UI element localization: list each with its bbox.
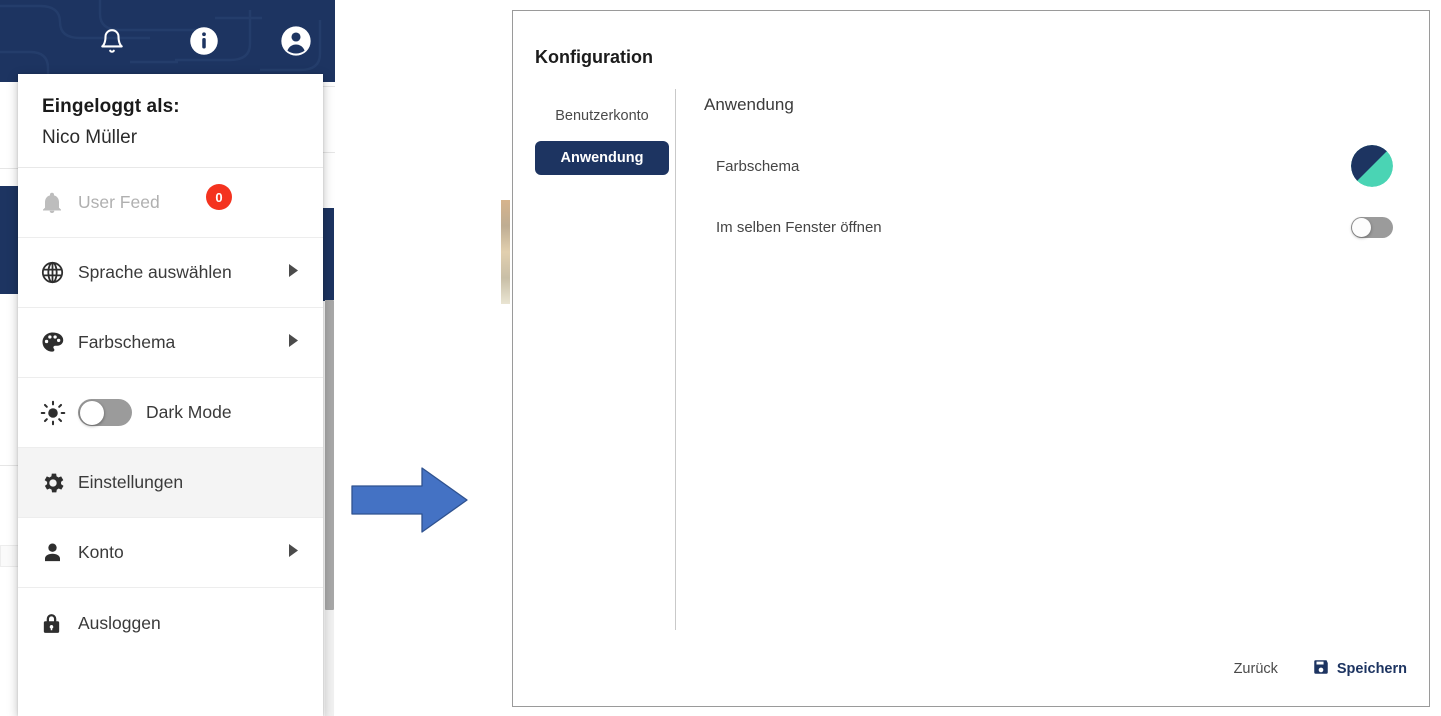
dialog-title: Konfiguration bbox=[535, 47, 653, 67]
same-window-toggle[interactable] bbox=[1351, 217, 1393, 238]
menu-item-label-account: Konto bbox=[78, 542, 124, 562]
flow-arrow-right bbox=[350, 464, 470, 536]
palette-icon bbox=[40, 330, 78, 355]
menu-item-settings[interactable]: Einstellungen bbox=[18, 448, 323, 518]
setting-row-farbschema: Farbschema bbox=[704, 145, 1409, 187]
user-name: Nico Müller bbox=[42, 127, 138, 148]
bell-icon bbox=[40, 190, 78, 216]
user-feed-badge: 0 bbox=[206, 184, 232, 210]
background-rule-1 bbox=[0, 168, 20, 169]
person-icon bbox=[40, 540, 78, 565]
background-rule-3 bbox=[321, 86, 335, 87]
dark-mode-toggle[interactable] bbox=[78, 399, 132, 426]
pane-title: Anwendung bbox=[704, 95, 794, 114]
menu-item-color-scheme[interactable]: Farbschema bbox=[18, 308, 323, 378]
menu-item-label-color-scheme: Farbschema bbox=[78, 332, 176, 352]
globe-icon bbox=[40, 260, 78, 285]
topbar-icon-group bbox=[0, 0, 335, 82]
chevron-right-icon bbox=[289, 543, 299, 562]
menu-item-label-dark-mode: Dark Mode bbox=[146, 402, 232, 422]
setting-row-same-window: Im selben Fenster öffnen bbox=[704, 217, 1409, 238]
tab-anwendung[interactable]: Anwendung bbox=[535, 141, 669, 175]
menu-item-label-settings: Einstellungen bbox=[78, 472, 184, 492]
menu-item-language[interactable]: Sprache auswählen bbox=[18, 238, 323, 308]
dialog-body: Benutzerkonto Anwendung Anwendung Farbsc… bbox=[535, 89, 1409, 630]
app-topbar bbox=[0, 0, 335, 82]
menu-item-label-logout: Ausloggen bbox=[78, 612, 161, 633]
menu-item-user-feed: User Feed 0 bbox=[18, 168, 323, 238]
background-rule-4 bbox=[321, 152, 335, 153]
account-icon[interactable] bbox=[279, 24, 313, 58]
lock-icon bbox=[40, 611, 78, 636]
menu-item-dark-mode[interactable]: Dark Mode bbox=[18, 378, 323, 448]
tab-benutzerkonto[interactable]: Benutzerkonto bbox=[535, 99, 669, 133]
color-scheme-swatch[interactable] bbox=[1351, 145, 1393, 187]
logged-in-label: Eingeloggt als: bbox=[42, 96, 180, 117]
tabs-divider bbox=[675, 89, 676, 630]
background-navy-strip-right bbox=[321, 208, 334, 301]
toggle-knob bbox=[79, 400, 104, 425]
menu-item-label-user-feed: User Feed bbox=[78, 192, 160, 212]
menu-item-logout[interactable]: Ausloggen bbox=[18, 588, 323, 658]
notifications-bell-icon[interactable] bbox=[95, 24, 129, 58]
dialog-footer: Zurück Speichern bbox=[1234, 658, 1407, 680]
menu-header: Eingeloggt als: Nico Müller bbox=[18, 74, 323, 168]
gear-icon bbox=[40, 470, 78, 496]
save-button[interactable]: Speichern bbox=[1312, 658, 1407, 680]
background-rule-2 bbox=[0, 465, 20, 466]
topbar-pattern-decoration bbox=[0, 0, 322, 82]
setting-label-same-window: Im selben Fenster öffnen bbox=[716, 219, 882, 236]
settings-pane-anwendung: Anwendung Farbschema Im bbox=[676, 89, 1409, 630]
app-background: Eingeloggt als: Nico Müller User Feed 0 bbox=[0, 0, 335, 716]
sun-icon bbox=[40, 400, 78, 426]
setting-label-farbschema: Farbschema bbox=[716, 157, 800, 175]
save-button-label: Speichern bbox=[1336, 661, 1407, 677]
menu-item-account[interactable]: Konto bbox=[18, 518, 323, 588]
menu-item-label-language: Sprache auswählen bbox=[78, 262, 232, 282]
toggle-knob bbox=[1352, 218, 1371, 237]
user-dropdown-menu: Eingeloggt als: Nico Müller User Feed 0 bbox=[18, 74, 323, 716]
settings-tab-list: Benutzerkonto Anwendung bbox=[535, 89, 669, 630]
page-scrollbar-thumb[interactable] bbox=[325, 300, 334, 610]
chevron-right-icon bbox=[289, 263, 299, 282]
save-floppy-icon bbox=[1312, 658, 1330, 680]
chevron-right-icon bbox=[289, 333, 299, 352]
info-icon[interactable] bbox=[187, 24, 221, 58]
back-button[interactable]: Zurück bbox=[1233, 661, 1278, 677]
configuration-dialog: Konfiguration Benutzerkonto Anwendung An… bbox=[512, 10, 1430, 707]
background-navy-strip-left bbox=[0, 186, 22, 294]
background-image-sliver bbox=[501, 200, 510, 304]
